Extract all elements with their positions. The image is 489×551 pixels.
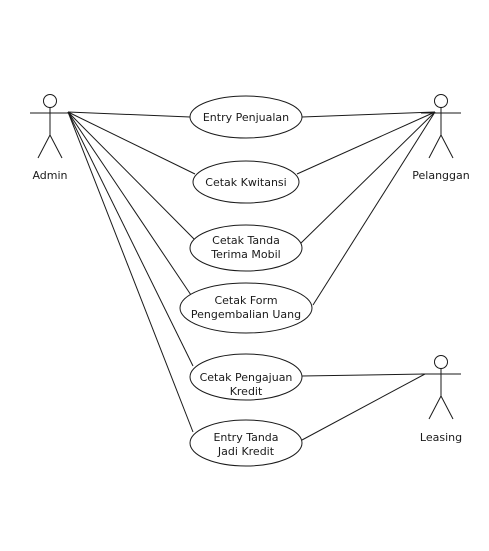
stick-figure-icon	[421, 94, 461, 159]
stick-figure-icon	[421, 355, 461, 420]
assoc-admin-uc6	[67, 111, 194, 433]
actor-label: Pelanggan	[412, 169, 469, 182]
stick-figure-icon	[30, 94, 70, 159]
actor-leasing: Leasing	[420, 355, 462, 444]
use-case-label: Entry Penjualan	[203, 111, 289, 124]
associations	[67, 111, 436, 441]
use-case-label-line-1: Cetak Pengajuan	[200, 371, 293, 384]
use-case-label: Cetak Kwitansi	[205, 176, 286, 189]
assoc-admin-uc5	[67, 111, 194, 367]
assoc-admin-uc4	[67, 111, 194, 299]
assoc-pelanggan-uc3	[299, 111, 436, 245]
assoc-leasing-uc6	[301, 373, 426, 441]
use-case-label-line-1: Entry Tanda	[213, 431, 278, 444]
use-case-entry-penjualan: Entry Penjualan	[189, 95, 303, 139]
assoc-pelanggan-uc2	[296, 111, 436, 175]
assoc-admin-uc2	[67, 111, 196, 175]
assoc-leasing-uc5	[301, 373, 426, 377]
use-case-label-line-2: Pengembalian Uang	[191, 308, 301, 321]
use-case-label-line-1: Cetak Form	[214, 294, 277, 307]
actor-admin: Admin	[30, 94, 70, 182]
assoc-admin-uc3	[67, 111, 196, 241]
actor-label: Admin	[32, 169, 67, 182]
assoc-pelanggan-uc4	[312, 111, 436, 306]
actor-label: Leasing	[420, 431, 462, 444]
use-case-label-line-2: Kredit	[230, 385, 263, 398]
use-case-cetak-tanda-terima-mobil: Cetak Tanda Terima Mobil	[189, 224, 303, 272]
use-case-cetak-pengajuan-kredit: Cetak Pengajuan Kredit	[189, 353, 303, 401]
assoc-admin-uc1	[67, 111, 191, 118]
use-case-label-line-2: Jadi Kredit	[217, 445, 275, 458]
use-case-cetak-form-pengembalian-uang: Cetak Form Pengembalian Uang	[179, 282, 313, 334]
use-case-cetak-kwitansi: Cetak Kwitansi	[192, 160, 300, 204]
actor-pelanggan: Pelanggan	[412, 94, 470, 182]
use-case-entry-tanda-jadi-kredit: Entry Tanda Jadi Kredit	[189, 419, 303, 467]
use-case-label-line-1: Cetak Tanda	[212, 234, 280, 247]
assoc-pelanggan-uc1	[301, 111, 436, 118]
use-case-label-line-2: Terima Mobil	[210, 248, 280, 261]
